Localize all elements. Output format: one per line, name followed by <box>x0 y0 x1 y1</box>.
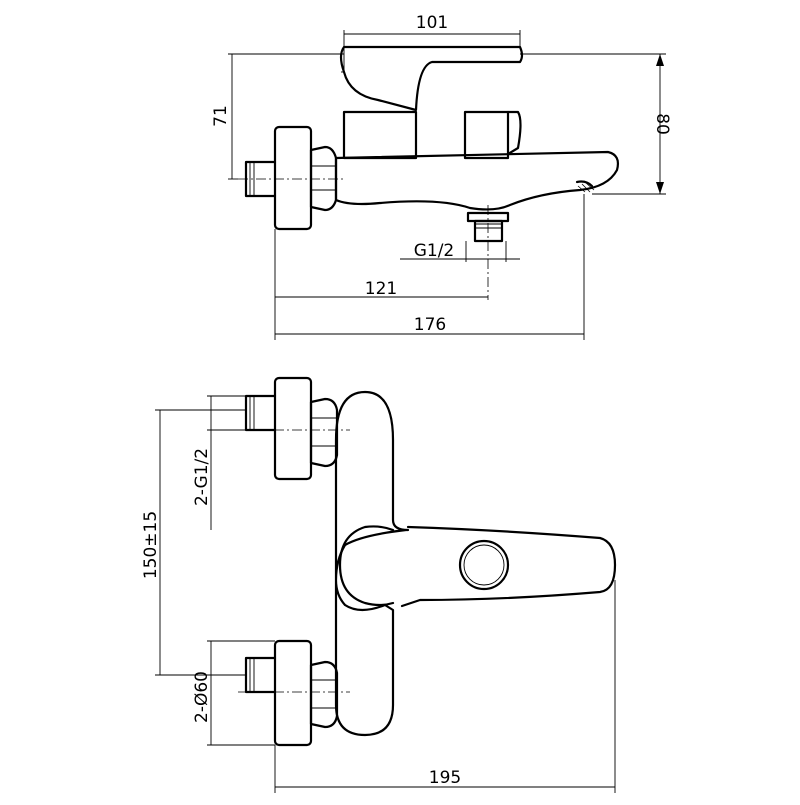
faucet-body-side <box>334 150 620 211</box>
dim-outlet-offset: 121 <box>365 279 397 299</box>
dim-total-height: 80 <box>652 113 672 135</box>
diverter-knob-front <box>458 539 510 591</box>
dim-inlet-thread: 2-G1/2 <box>192 448 212 506</box>
side-view: 101 71 80 G1/2 121 176 <box>211 13 672 340</box>
outlet-connector-side <box>473 219 504 243</box>
diverter-knob-side <box>463 110 510 160</box>
front-view: 150±15 2-G1/2 2-Ø60 195 <box>141 376 617 793</box>
hex-nut-upper <box>309 397 339 468</box>
lever-handle-front <box>400 525 617 608</box>
dim-handle-height: 71 <box>211 105 231 127</box>
dim-total-depth: 176 <box>414 315 446 335</box>
wall-flange-side <box>273 125 313 231</box>
dim-flange-diameter: 2-Ø60 <box>192 671 212 723</box>
wall-flange-upper <box>273 376 313 481</box>
dim-inlet-spacing: 150±15 <box>141 511 161 579</box>
lever-handle-side <box>339 45 524 112</box>
faucet-body-front <box>334 390 410 737</box>
hex-nut-side <box>309 145 338 212</box>
cartridge-side <box>342 110 418 160</box>
dim-total-width: 195 <box>429 768 461 788</box>
dim-top-width: 101 <box>416 13 448 33</box>
wall-flange-lower <box>273 639 313 747</box>
hex-nut-lower <box>309 660 339 729</box>
dim-outlet-thread: G1/2 <box>414 241 455 261</box>
